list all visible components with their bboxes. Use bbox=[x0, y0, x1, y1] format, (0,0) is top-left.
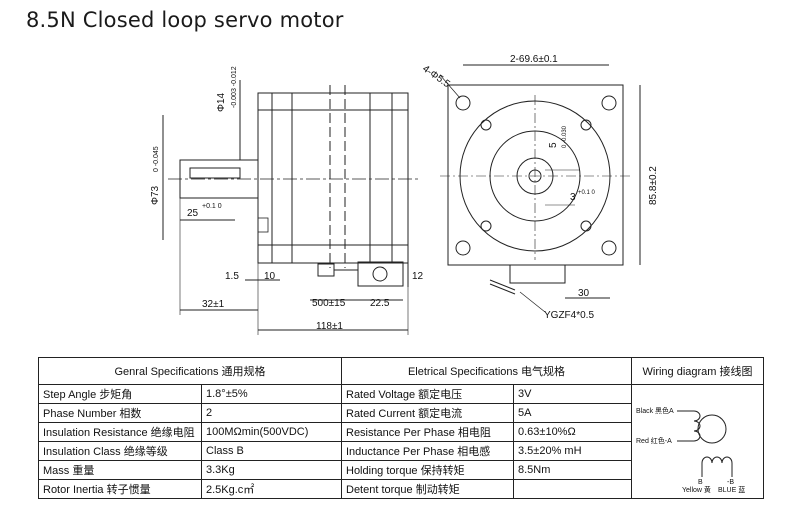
spec-label: Phase Number 相数 bbox=[38, 403, 202, 423]
dim-69-6: 2-69.6±0.1 bbox=[510, 54, 558, 65]
spec-label: Insulation Resistance 绝缘电阻 bbox=[38, 422, 202, 442]
spec-value: 8.5Nm bbox=[512, 460, 633, 480]
dim-85-8: 85.8±0.2 bbox=[648, 166, 659, 205]
screw bbox=[580, 119, 592, 131]
page-title: 8.5N Closed loop servo motor bbox=[26, 8, 344, 32]
dim-3: 3 bbox=[570, 192, 576, 203]
spec-value: 100MΩmin(500VDC) bbox=[201, 422, 342, 442]
cable-connector bbox=[317, 263, 335, 277]
spec-value: 3.3Kg bbox=[201, 460, 342, 480]
dim-12: 12 bbox=[412, 271, 424, 282]
spec-value: 3V bbox=[512, 384, 633, 404]
front-gland bbox=[509, 264, 566, 284]
spec-value bbox=[512, 479, 633, 499]
wire-yellow-label: Yellow 黄 bbox=[682, 485, 711, 494]
dim-shaft-tol: -0.003 -0.012 bbox=[231, 66, 238, 108]
dim-holes: 4-Φ5.5 bbox=[420, 63, 452, 90]
screw bbox=[480, 119, 492, 131]
spec-label: Mass 重量 bbox=[38, 460, 202, 480]
cable-wire bbox=[489, 283, 516, 295]
side-screw bbox=[257, 217, 269, 233]
spec-label: Detent torque 制动转矩 bbox=[341, 479, 514, 499]
leader-line bbox=[439, 74, 461, 99]
dim-32: 32±1 bbox=[202, 299, 225, 310]
motor-body bbox=[257, 92, 409, 264]
corner-hole bbox=[455, 95, 471, 111]
spec-table: Genral Specifications 通用规格 Eletrical Spe… bbox=[38, 357, 765, 499]
dim-shaft-dia: Φ14 bbox=[216, 92, 227, 112]
gland-circle bbox=[372, 266, 388, 282]
spec-value: 2 bbox=[201, 403, 342, 423]
spec-value: Class B bbox=[201, 441, 342, 461]
coil-b-icon bbox=[701, 456, 733, 464]
shaft-key bbox=[189, 167, 241, 179]
general-header: Genral Specifications 通用规格 bbox=[38, 357, 342, 385]
spec-label: Holding torque 保持转矩 bbox=[341, 460, 514, 480]
spec-value: 2.5Kg.c㎡ bbox=[201, 479, 342, 499]
wire-minus-b-label: -B bbox=[727, 479, 734, 486]
spec-label: Insulation Class 绝缘等级 bbox=[38, 441, 202, 461]
electrical-header: Eletrical Specifications 电气规格 bbox=[340, 357, 633, 385]
corner-hole bbox=[601, 240, 617, 256]
corner-hole bbox=[601, 95, 617, 111]
dim-500: 500±15 bbox=[312, 298, 346, 309]
cable-gland bbox=[357, 261, 404, 287]
leader-line bbox=[519, 291, 546, 313]
spec-label: Inductance Per Phase 相电感 bbox=[341, 441, 514, 461]
rotor-icon bbox=[697, 414, 727, 444]
corner-hole bbox=[455, 240, 471, 256]
spec-label: Rated Voltage 额定电压 bbox=[341, 384, 514, 404]
screw bbox=[580, 220, 592, 232]
flange-square bbox=[447, 84, 624, 266]
dim-118: 118±1 bbox=[316, 321, 343, 332]
spec-value: 5A bbox=[512, 403, 633, 423]
dim-10: 10 bbox=[264, 271, 276, 282]
spec-label: Resistance Per Phase 相电阻 bbox=[341, 422, 514, 442]
dim-flange-tol: 0 -0.045 bbox=[153, 146, 160, 172]
coil-a-icon bbox=[693, 410, 701, 442]
cable-wire bbox=[489, 279, 516, 291]
motor-drawing: Φ14 -0.003 -0.012 Φ73 0 -0.045 25 +0.1 0… bbox=[150, 54, 659, 335]
wire-black-label: Black 黑色A bbox=[636, 406, 674, 415]
spec-label: Step Angle 步矩角 bbox=[38, 384, 202, 404]
dim-key-len: 25 bbox=[187, 208, 199, 219]
dim-3-tol: +0.1 0 bbox=[578, 190, 596, 196]
wiring-diagram: Black 黑色A Red 红色-A B Yellow 黄 -B BLUE 蓝 bbox=[631, 384, 765, 499]
spec-label: Rated Current 额定电流 bbox=[341, 403, 514, 423]
dim-30: 30 bbox=[578, 288, 590, 299]
spec-label: Rotor Inertia 转子惯量 bbox=[38, 479, 202, 499]
screw bbox=[480, 220, 492, 232]
dim-1-5: 1.5 bbox=[225, 271, 239, 282]
dim-5-tol: 0 -0.030 bbox=[562, 125, 568, 148]
wiring-header: Wiring diagram 接线图 bbox=[631, 357, 765, 385]
wire-blue-label: BLUE 蓝 bbox=[718, 485, 745, 494]
spec-value: 1.8°±5% bbox=[201, 384, 342, 404]
connector-label: YGZF4*0.5 bbox=[544, 310, 594, 321]
dim-22-5: 22.5 bbox=[370, 298, 390, 309]
wire-b-label: B bbox=[698, 479, 703, 486]
spec-value: 3.5±20% mH bbox=[512, 441, 633, 461]
spec-value: 0.63±10%Ω bbox=[512, 422, 633, 442]
dim-key-tol: +0.1 0 bbox=[202, 203, 222, 210]
dim-5: 5 bbox=[548, 142, 559, 148]
dim-flange-dia: Φ73 bbox=[150, 185, 161, 205]
wire-red-label: Red 红色-A bbox=[636, 436, 672, 445]
